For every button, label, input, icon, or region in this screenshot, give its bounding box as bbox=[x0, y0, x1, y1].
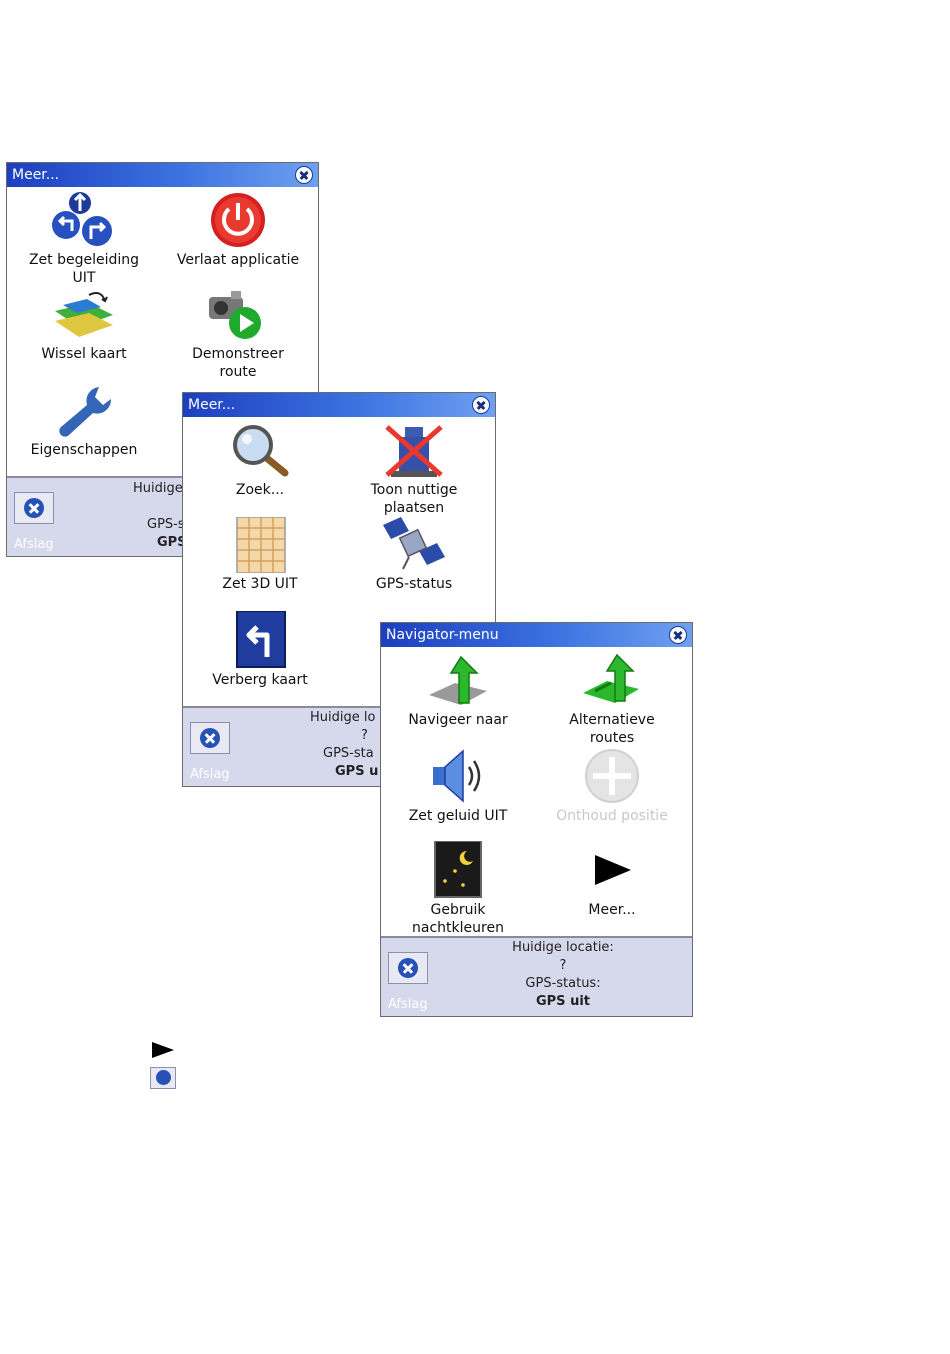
menu-item-navigeer-naar[interactable]: Navigeer naar bbox=[383, 653, 533, 729]
window-title: Navigator-menu bbox=[386, 627, 499, 643]
current-location-value: ? bbox=[559, 958, 567, 973]
menu-item-zet-3d-uit[interactable]: Zet 3D UIT bbox=[185, 517, 335, 593]
alternative-route-arrow-icon bbox=[583, 653, 639, 703]
current-location-label: Huidige locatie: bbox=[512, 940, 614, 955]
play-arrow-icon bbox=[595, 855, 631, 885]
gps-status-value: GPS uit bbox=[535, 994, 590, 1009]
play-arrow-icon bbox=[152, 1042, 174, 1058]
satellite-icon bbox=[383, 517, 445, 570]
cancel-button[interactable] bbox=[388, 952, 428, 984]
menu-item-label: Zet geluid UIT bbox=[408, 808, 508, 824]
menu-item-toon-nuttige-plaatsen[interactable]: Toon nuttige plaatsen bbox=[339, 421, 489, 517]
poi-crossed-icon bbox=[385, 425, 443, 477]
close-button[interactable] bbox=[295, 166, 313, 184]
menu-item-label: Gebruik bbox=[430, 902, 486, 918]
wrench-icon bbox=[59, 387, 112, 437]
menu-item-label: Zet 3D UIT bbox=[222, 576, 298, 592]
current-location-label: Huidige bbox=[133, 481, 183, 496]
menu-item-label-2: routes bbox=[589, 730, 635, 746]
gps-status-label: GPS-status: bbox=[525, 976, 601, 991]
menu-item-zet-begeleiding-uit[interactable]: Zet begeleiding UIT bbox=[9, 191, 159, 287]
afslag-label: Afslag bbox=[190, 767, 230, 782]
menu-item-label: Demonstreer bbox=[192, 346, 284, 362]
menu-item-label: Onthoud positie bbox=[556, 808, 668, 824]
speaker-icon bbox=[433, 749, 481, 803]
window-meer-1: Meer... Zet begeleiding UIT Verlaat appl… bbox=[6, 162, 319, 557]
menu-item-label: Zoek... bbox=[235, 482, 285, 498]
menu-item-meer[interactable]: Meer... bbox=[537, 841, 687, 919]
cancel-button[interactable] bbox=[14, 492, 54, 524]
menu-item-gps-status[interactable]: GPS-status bbox=[339, 517, 489, 593]
power-icon bbox=[211, 193, 265, 247]
menu-item-label: Zet begeleiding bbox=[28, 252, 140, 268]
menu-item-label: Meer... bbox=[588, 902, 636, 918]
menu-item-demonstreer-route[interactable]: Demonstreer route bbox=[163, 287, 313, 381]
menu-item-label: Alternatieve bbox=[569, 712, 655, 728]
window-navigator-menu: Navigator-menu Navigeer naar Alternatiev… bbox=[380, 622, 693, 1017]
close-button[interactable] bbox=[669, 626, 687, 644]
menu-item-label-2: plaatsen bbox=[383, 500, 445, 516]
menu-item-label-2: UIT bbox=[72, 270, 96, 286]
afslag-label: Afslag bbox=[14, 537, 54, 552]
menu-item-onthoud-positie: Onthoud positie bbox=[537, 747, 687, 825]
status-footer: Afslag Huidige locatie: ? GPS-status: GP… bbox=[381, 936, 692, 1016]
menu-item-label-2: nachtkleuren bbox=[412, 920, 504, 936]
menu-item-eigenschappen[interactable]: Eigenschappen bbox=[9, 383, 159, 459]
demo-route-camera-icon bbox=[209, 291, 261, 339]
current-location-label: Huidige lo bbox=[310, 710, 376, 725]
close-icon bbox=[24, 498, 44, 518]
close-icon bbox=[200, 728, 220, 748]
close-icon bbox=[150, 1067, 176, 1089]
menu-item-zoek[interactable]: Zoek... bbox=[185, 421, 335, 499]
close-button[interactable] bbox=[472, 396, 490, 414]
title-bar: Meer... bbox=[183, 393, 495, 417]
current-location-value: ? bbox=[361, 728, 368, 743]
menu-item-zet-geluid-uit[interactable]: Zet geluid UIT bbox=[383, 747, 533, 825]
night-colors-icon bbox=[434, 841, 482, 898]
window-title: Meer... bbox=[188, 397, 236, 413]
gps-status-value: GPS bbox=[157, 535, 187, 550]
switch-map-icon bbox=[55, 292, 113, 337]
menu-item-verlaat-applicatie[interactable]: Verlaat applicatie bbox=[163, 191, 313, 269]
menu-item-gebruik-nachtkleuren[interactable]: Gebruik nachtkleuren bbox=[383, 841, 533, 937]
afslag-label: Afslag bbox=[388, 997, 428, 1012]
menu-item-verberg-kaart[interactable]: Verberg kaart bbox=[185, 611, 335, 689]
title-bar: Meer... bbox=[7, 163, 318, 187]
menu-item-label: Eigenschappen bbox=[30, 442, 138, 458]
menu-item-label: GPS-status bbox=[375, 576, 453, 592]
menu-item-label: Verlaat applicatie bbox=[176, 252, 300, 268]
grid-3d-icon bbox=[236, 517, 286, 573]
remember-position-icon bbox=[585, 749, 639, 803]
gps-status-label: GPS-s bbox=[147, 517, 185, 532]
gps-status-label: GPS-sta bbox=[323, 746, 374, 761]
menu-item-label: Wissel kaart bbox=[41, 346, 127, 362]
turn-arrow-sign-icon bbox=[236, 611, 286, 668]
guidance-arrows-icon bbox=[52, 192, 112, 246]
close-icon bbox=[398, 958, 418, 978]
menu-item-alternatieve-routes[interactable]: Alternatieve routes bbox=[537, 653, 687, 747]
menu-item-label: Toon nuttige bbox=[370, 482, 458, 498]
navigate-arrow-icon bbox=[429, 655, 487, 705]
menu-item-label: Verberg kaart bbox=[212, 672, 308, 688]
cancel-button[interactable] bbox=[190, 722, 230, 754]
magnifier-icon bbox=[233, 425, 289, 477]
menu-item-wissel-kaart[interactable]: Wissel kaart bbox=[9, 287, 159, 363]
menu-item-label-2: route bbox=[219, 364, 257, 380]
menu-item-label: Navigeer naar bbox=[408, 712, 508, 728]
window-title: Meer... bbox=[12, 167, 60, 183]
gps-status-value: GPS u bbox=[335, 764, 379, 779]
title-bar: Navigator-menu bbox=[381, 623, 692, 647]
